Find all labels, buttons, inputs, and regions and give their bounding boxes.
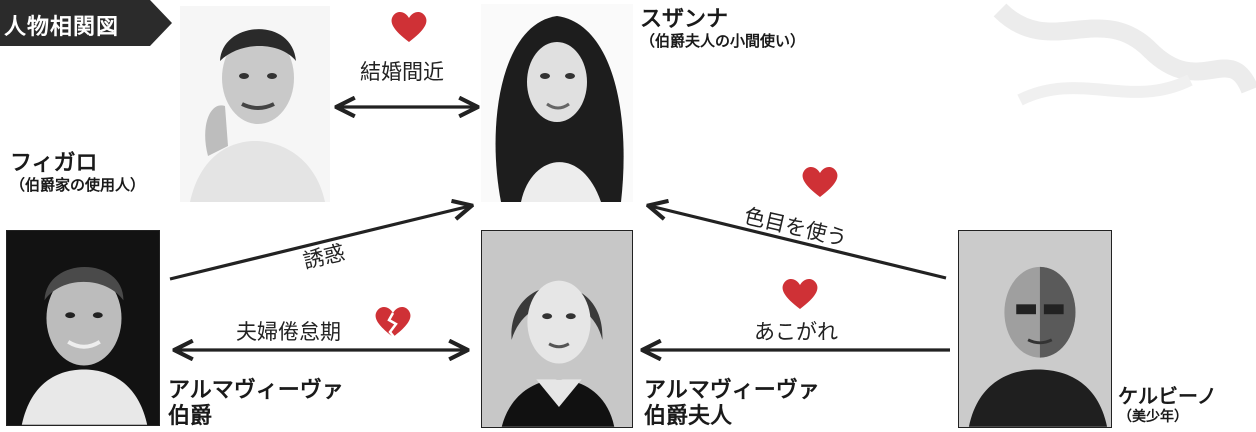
relation-label-cherubino-countess: あこがれ [754, 320, 838, 344]
cherubino-name: ケルビーノ [1118, 384, 1217, 408]
relation-label-count-susanna: 誘惑 [300, 240, 348, 274]
cherubino-photo [958, 230, 1112, 428]
countess-photo [481, 230, 633, 428]
decorative-background-ornament [993, 3, 1256, 106]
heart-icon [802, 167, 838, 197]
heart-icon [782, 279, 818, 309]
count-caption: アルマヴィーヴァ 伯爵 [168, 377, 344, 429]
cherubino-caption: ケルビーノ （美少年） [1118, 384, 1217, 426]
count-photo [6, 230, 160, 426]
relation-label-cherubino-susanna: 色目を使う [741, 203, 850, 251]
count-name-line1: アルマヴィーヴァ [168, 377, 344, 403]
broken-heart-icon [375, 307, 411, 338]
figaro-photo [180, 6, 330, 202]
relation-label-figaro-susanna: 結婚間近 [360, 60, 444, 84]
susanna-photo [481, 4, 633, 202]
count-name-line2: 伯爵 [168, 403, 213, 429]
figaro-caption: フィガロ （伯爵家の使用人） [10, 150, 145, 194]
relation-label-count-countess: 夫婦倦怠期 [236, 320, 341, 344]
diagram-title: 人物相関図 [4, 14, 120, 40]
countess-name-line2: 伯爵夫人 [644, 403, 733, 429]
cherubino-role: （美少年） [1118, 409, 1188, 425]
figaro-name: フィガロ [10, 150, 98, 176]
susanna-role: （伯爵夫人の小間使い） [640, 32, 806, 50]
heart-icon [391, 12, 427, 42]
susanna-name: スザンナ [640, 6, 729, 32]
diagram-title-tag: 人物相関図 [0, 0, 172, 46]
susanna-caption: スザンナ （伯爵夫人の小間使い） [640, 6, 805, 50]
countess-caption: アルマヴィーヴァ 伯爵夫人 [644, 377, 820, 429]
figaro-role: （伯爵家の使用人） [10, 176, 146, 194]
countess-name-line1: アルマヴィーヴァ [644, 377, 820, 403]
